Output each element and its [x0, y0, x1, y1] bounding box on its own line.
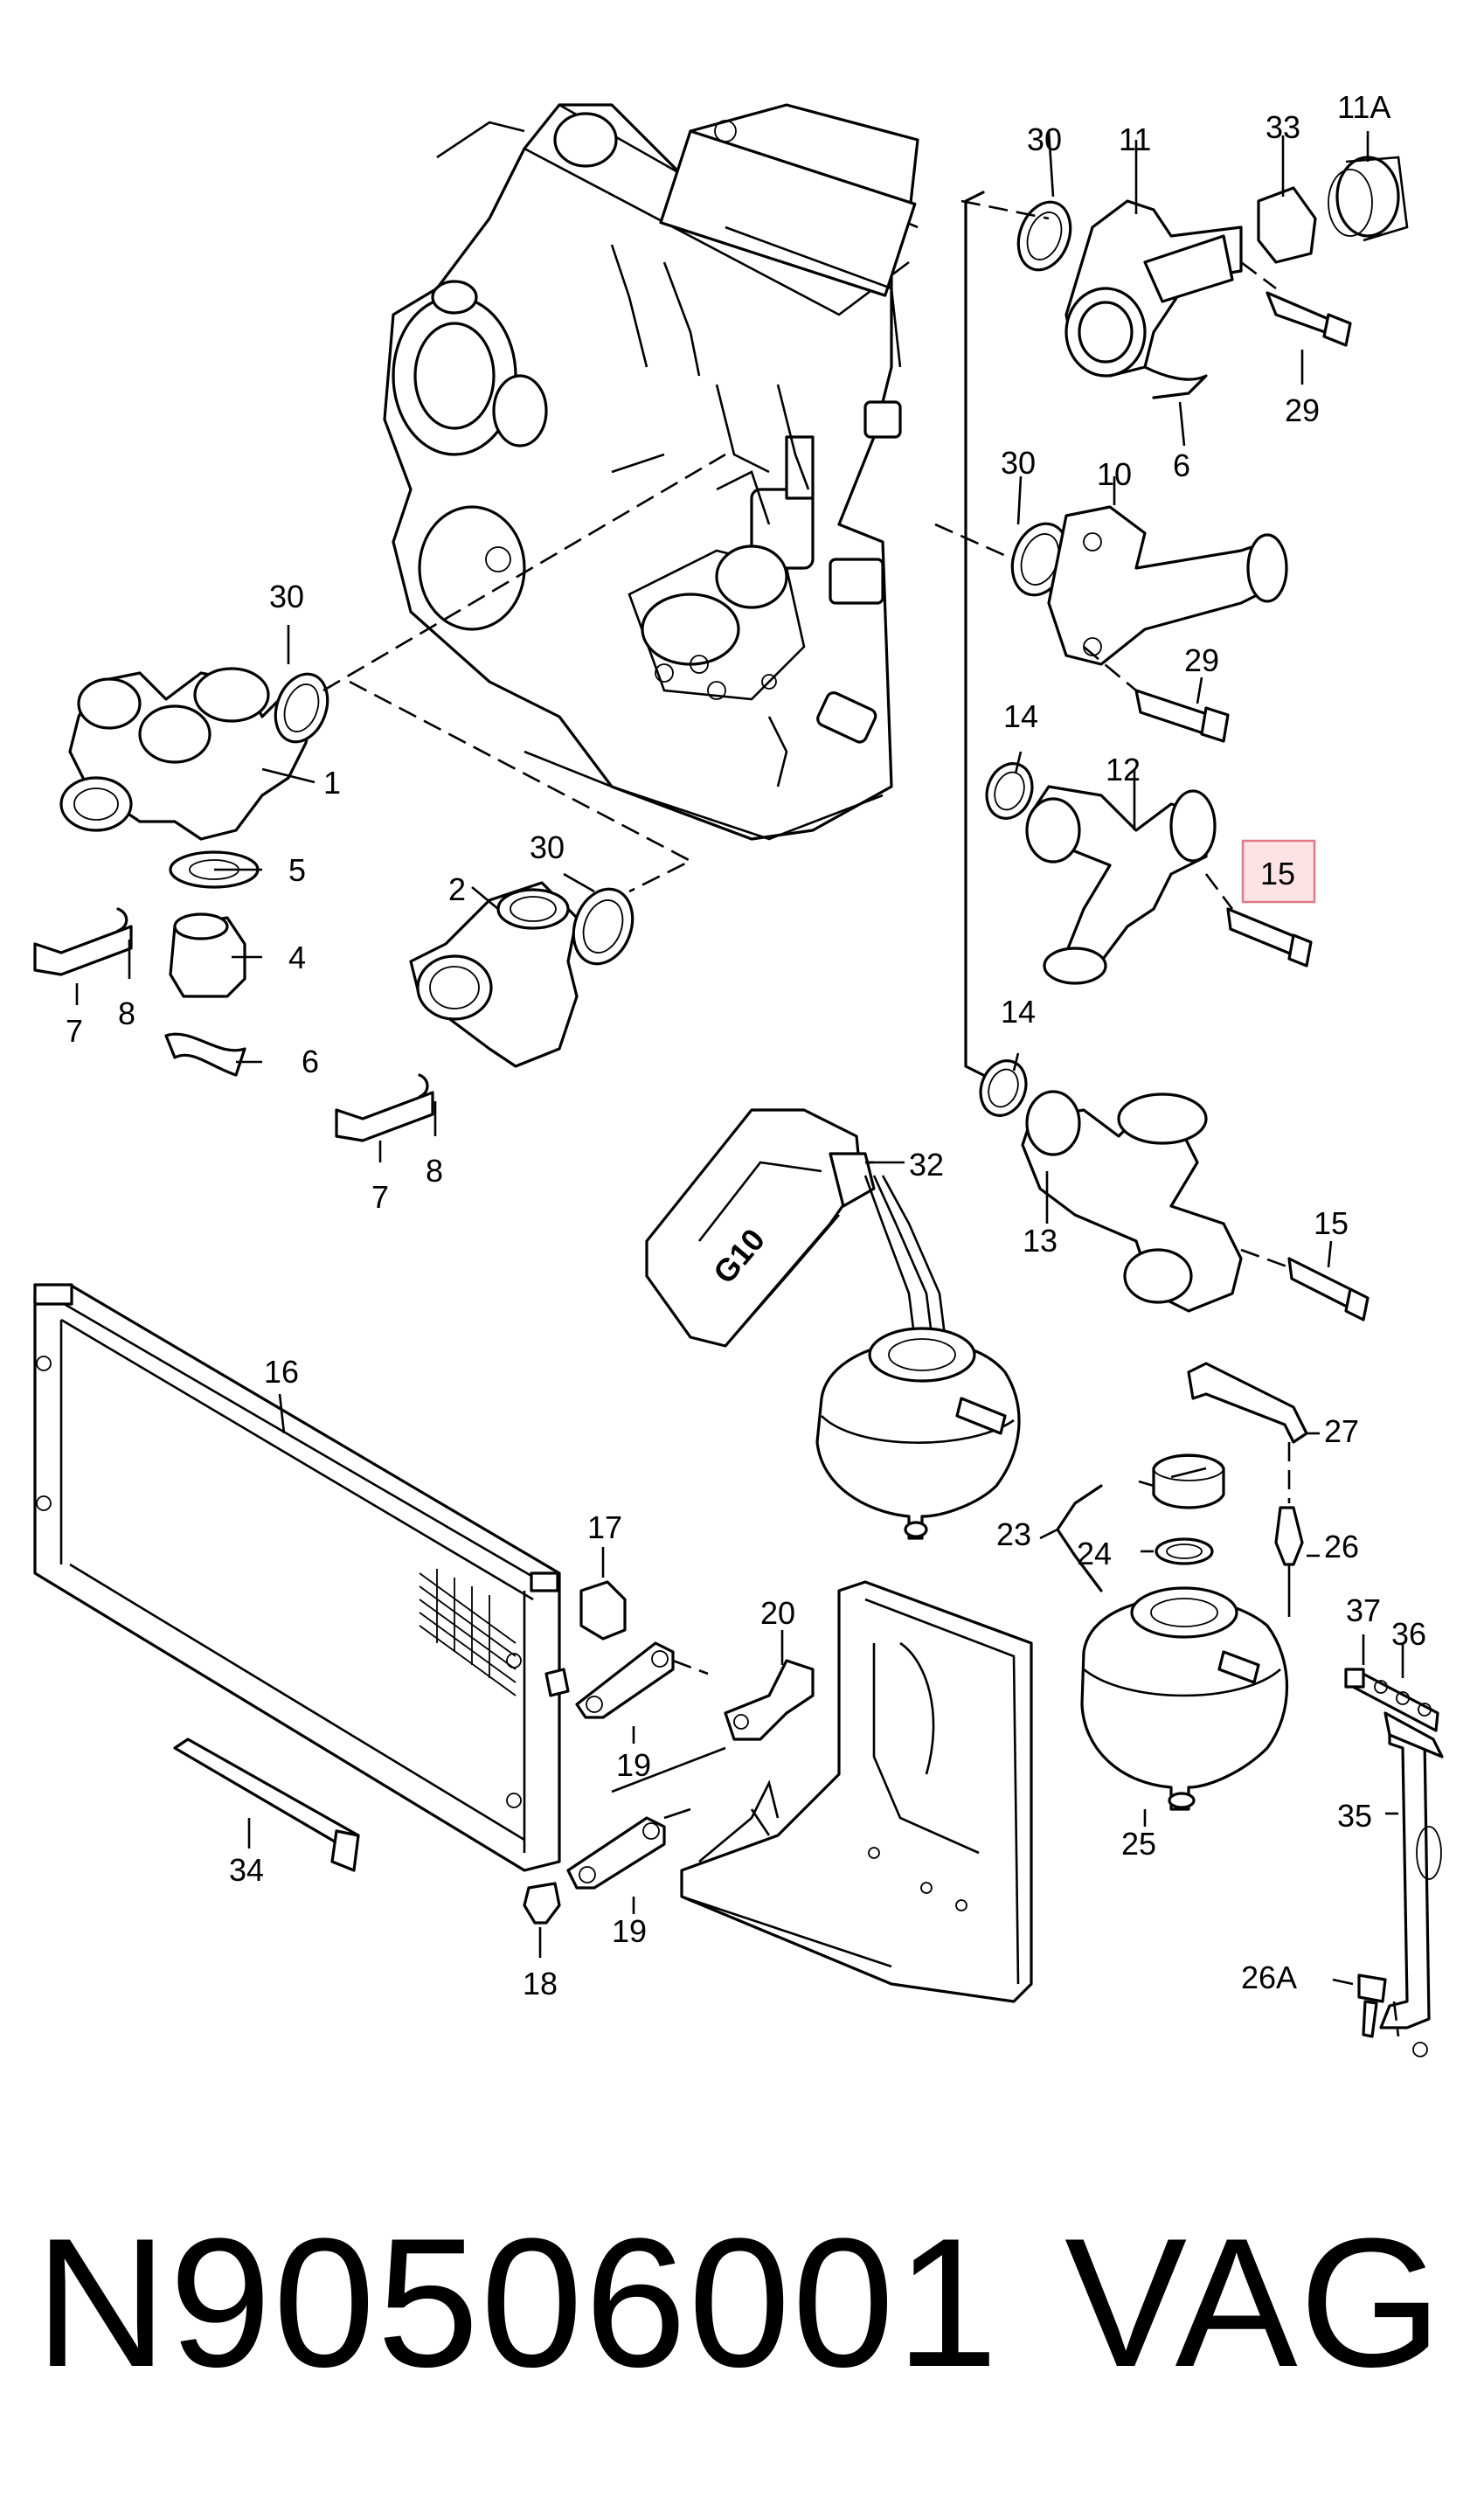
callout-8: 8 — [426, 1153, 443, 1189]
callout-23: 23 — [996, 1516, 1031, 1552]
coolant-flange-10-assembly — [934, 475, 1288, 743]
exploded-parts-diagram: G10 — [33, 89, 1444, 2057]
callout-30: 30 — [530, 829, 565, 865]
callout-14: 14 — [1001, 994, 1036, 1030]
seal-strip — [173, 1738, 360, 1872]
callout-29: 29 — [1285, 392, 1320, 428]
callout-19: 19 — [612, 1913, 647, 1949]
callout-37: 37 — [1346, 1592, 1381, 1628]
callout-30: 30 — [269, 579, 304, 614]
callout-29: 29 — [1184, 642, 1219, 678]
group-bracket-right — [964, 191, 985, 1077]
expansion-tank-lower — [1039, 1362, 1320, 1827]
callout-10: 10 — [1097, 456, 1132, 492]
callout-30: 30 — [1001, 445, 1036, 481]
callout-6: 6 — [1173, 447, 1190, 483]
callout-15-highlighted: 15 — [1260, 856, 1295, 891]
thermostat-housing-assembly — [960, 130, 1409, 447]
callout-18: 18 — [523, 1966, 558, 2001]
callout-20: 20 — [760, 1595, 795, 1631]
callout-24: 24 — [1077, 1536, 1112, 1571]
callout-19: 19 — [616, 1747, 651, 1783]
callout-13: 13 — [1023, 1223, 1058, 1259]
callout-26A: 26A — [1241, 1960, 1297, 1995]
water-pump-assembly — [33, 625, 329, 1077]
callout-14: 14 — [1003, 698, 1038, 734]
callout-8: 8 — [118, 995, 135, 1031]
radiator — [33, 1283, 561, 1872]
callout-7: 7 — [66, 1013, 83, 1049]
callout-12: 12 — [1106, 752, 1141, 787]
callout-30: 30 — [1027, 121, 1062, 157]
callout-11: 11 — [1119, 121, 1151, 157]
link-line-left-lower — [349, 680, 693, 893]
callout-5: 5 — [288, 852, 306, 888]
front-body-panel — [611, 1580, 1033, 2003]
callout-15: 15 — [1314, 1205, 1349, 1241]
engine-block — [383, 103, 919, 841]
callout-17: 17 — [587, 1509, 622, 1545]
radiator-fins — [419, 1569, 517, 1696]
callout-26: 26 — [1324, 1529, 1359, 1564]
callout-6: 6 — [302, 1044, 319, 1079]
callout-36: 36 — [1391, 1616, 1426, 1652]
part-number: N90506001 — [35, 2200, 1000, 2405]
coolant-pipe-12-assembly — [985, 751, 1313, 985]
callout-34: 34 — [229, 1852, 264, 1888]
callout-32: 32 — [909, 1147, 944, 1183]
callout-2: 2 — [448, 871, 466, 907]
callout-4: 4 — [288, 940, 306, 975]
callout-33: 33 — [1266, 109, 1300, 145]
callout-11A: 11A — [1337, 89, 1390, 125]
radiator-brackets — [566, 1630, 815, 1914]
tank-mounting-bracket — [1332, 1634, 1444, 2057]
expansion-tank-upper — [815, 1327, 1021, 1540]
radiator-mounts — [523, 1547, 627, 1958]
callout-25: 25 — [1121, 1826, 1156, 1862]
callout-16: 16 — [264, 1354, 299, 1390]
coolant-additive-bottle: G10 — [645, 1108, 950, 1364]
link-line-left — [322, 453, 726, 692]
brand-name: VAG — [1064, 2200, 1444, 2405]
callout-1: 1 — [323, 765, 341, 801]
callout-labels: 30 11 33 11A 29 6 30 10 29 14 12 15 14 1… — [66, 89, 1426, 2001]
callout-7: 7 — [371, 1179, 389, 1215]
callout-27: 27 — [1324, 1413, 1359, 1449]
flange-2-assembly — [335, 872, 635, 1162]
highlight-box-15 — [1241, 839, 1316, 904]
coolant-pipe-13-assembly — [979, 1052, 1370, 1321]
callout-35: 35 — [1337, 1798, 1372, 1834]
